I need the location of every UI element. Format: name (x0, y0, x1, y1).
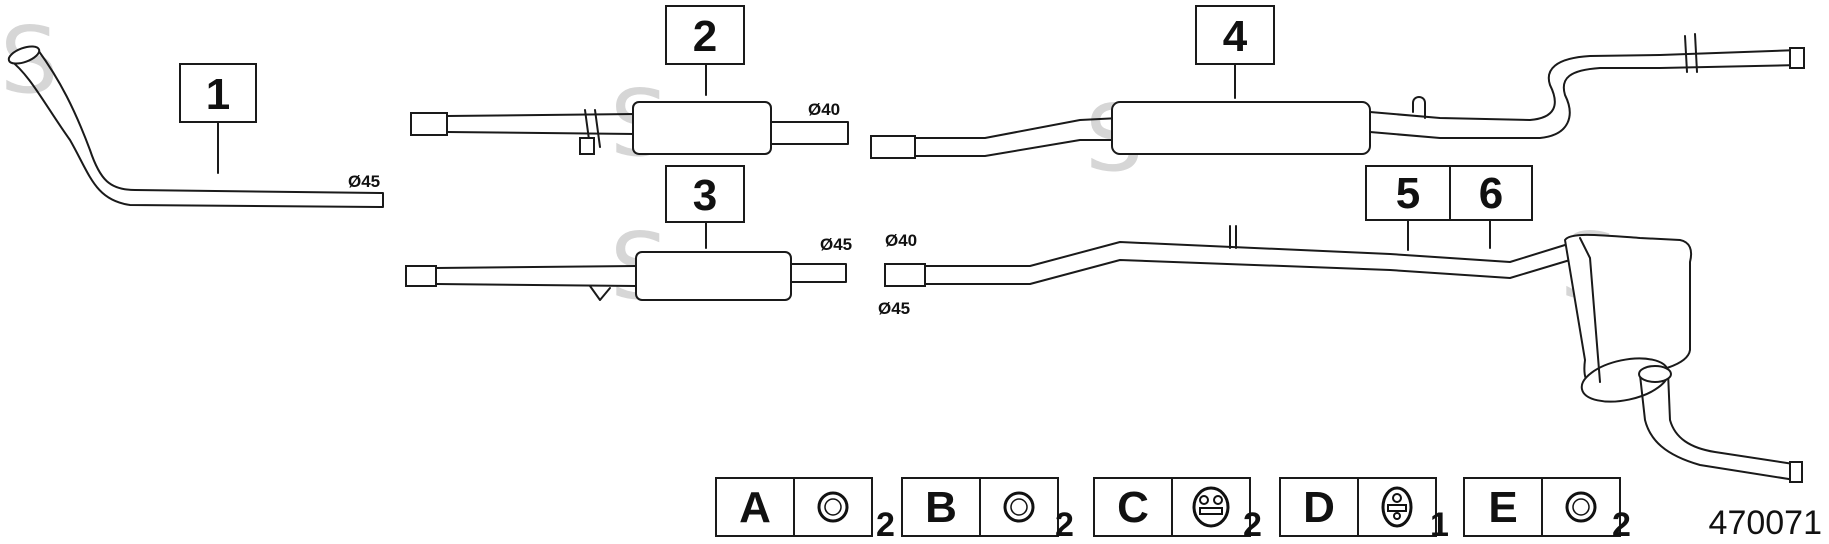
part-3-center-muffler (405, 251, 847, 301)
part-number: 5 (1396, 169, 1420, 218)
diameter-label: Ø45 (820, 235, 852, 254)
legend-letter: C (1117, 483, 1149, 532)
legend-quantity: 2 (876, 506, 895, 544)
part-label-box (665, 165, 745, 223)
legend-quantity: 1 (1430, 506, 1449, 544)
legend-letter: E (1488, 483, 1517, 532)
legend-letter: B (925, 483, 957, 532)
diameter-label: Ø40 (808, 100, 840, 119)
legend-quantity: 2 (1243, 506, 1262, 544)
legend-letter: D (1303, 483, 1335, 532)
legend-item: A 2 (715, 477, 895, 544)
diameter-label: Ø45 (878, 299, 910, 318)
rubber-hanger-icon (1381, 486, 1413, 528)
legend-item: D 1 (1279, 477, 1449, 544)
part-4-rear-section (870, 33, 1805, 159)
ring-icon (1565, 491, 1597, 523)
part-number: 6 (1479, 169, 1503, 218)
diameter-label: Ø40 (885, 231, 917, 250)
part-label-box (1449, 165, 1533, 221)
legend-item: E 2 (1463, 477, 1631, 544)
legend-item: C 2 (1093, 477, 1262, 544)
part-label-box (1195, 5, 1275, 65)
part-number: 1 (206, 70, 230, 119)
watermarks: S S S S S (0, 7, 1618, 320)
rubber-hanger-icon (1192, 486, 1230, 528)
part-label-box (179, 63, 257, 123)
part-number: 3 (693, 171, 717, 220)
part-1-downpipe (7, 45, 384, 208)
part-2-front-muffler (410, 101, 849, 155)
ring-icon (817, 491, 849, 523)
part-number: 2 (693, 12, 717, 61)
ring-icon (1003, 491, 1035, 523)
diameter-label: Ø45 (348, 172, 380, 191)
legend-quantity: 2 (1612, 506, 1631, 544)
legend-quantity: 2 (1055, 506, 1074, 544)
legend-item: B 2 (901, 477, 1074, 544)
legend-letter: A (739, 483, 771, 532)
diagram-code: 470071 (1709, 504, 1822, 542)
fittings-legend: A 2 B 2 C (715, 477, 1631, 544)
part-5-6-rear-silencer (884, 225, 1803, 483)
part-number: 4 (1223, 12, 1248, 61)
part-label-box (1365, 165, 1451, 221)
part-label-box (665, 5, 745, 65)
